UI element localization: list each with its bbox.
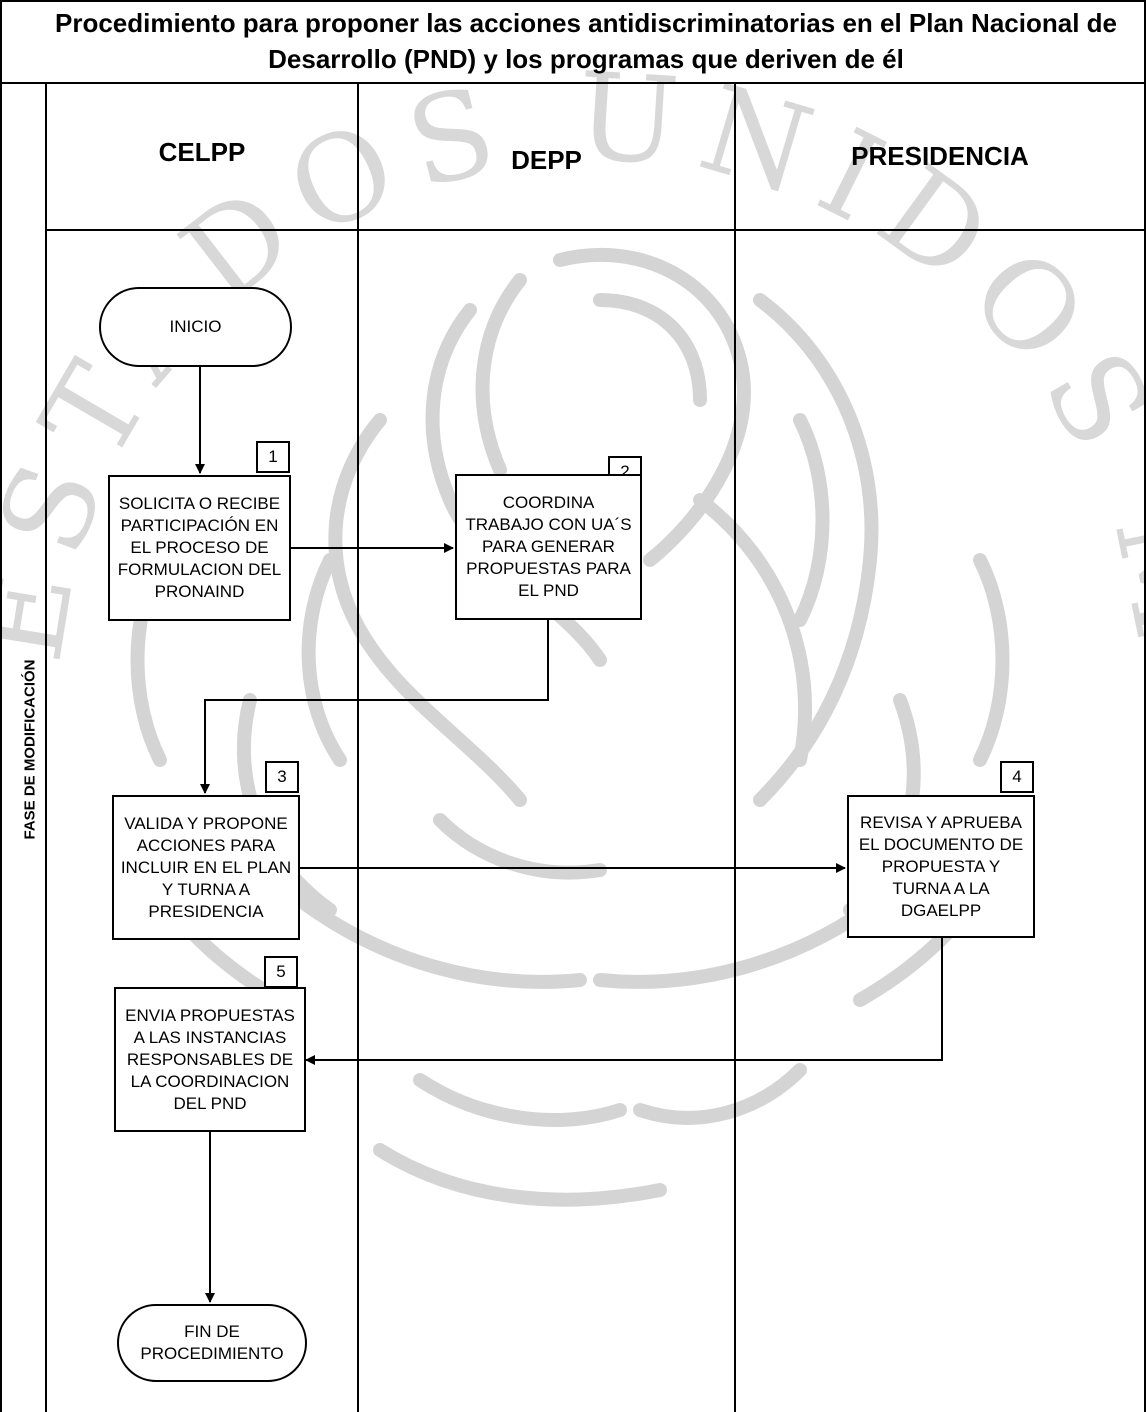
start-terminator-label: INICIO (169, 317, 222, 336)
step-2-text: COORDINA TRABAJO CON UA´S PARA GENERAR P… (465, 493, 632, 600)
lane-header-celpp: CELPP (47, 84, 357, 229)
start-terminator: INICIO (99, 287, 292, 367)
lane-header-presidencia-text: PRESIDENCIA (851, 141, 1029, 171)
step-1-number: 1 (256, 441, 290, 473)
step-4-number-text: 4 (1012, 767, 1022, 786)
title-divider (0, 82, 1146, 84)
lane-header-celpp-text: CELPP (158, 137, 246, 167)
lane-header-divider (45, 229, 1146, 231)
step-4-box: REVISA Y APRUEBA EL DOCUMENTO DE PROPUES… (847, 795, 1035, 938)
step-5-box: ENVIA PROPUESTAS A LAS INSTANCIAS RESPON… (114, 987, 306, 1132)
phase-column-divider (45, 82, 47, 1412)
step-5-text: ENVIA PROPUESTAS A LAS INSTANCIAS RESPON… (125, 1005, 295, 1113)
step-1-text: SOLICITA O RECIBE PARTICIPACIÓN EN EL PR… (117, 494, 282, 601)
connector-step2-to-step3 (200, 619, 549, 794)
step-1-box: SOLICITA O RECIBE PARTICIPACIÓN EN EL PR… (108, 475, 291, 621)
frame-left-border (0, 0, 2, 1412)
connector-step4-to-step5 (305, 937, 943, 1065)
frame-top-border (0, 0, 1146, 2)
lane-header-depp-text: DEPP (511, 145, 582, 175)
step-4-number: 4 (1000, 761, 1034, 793)
step-3-number: 3 (265, 761, 299, 793)
lane-divider-2 (734, 82, 736, 1412)
lane-divider-1 (357, 82, 359, 1412)
step-1-number-text: 1 (268, 447, 278, 466)
step-2-number-text: 2 (620, 462, 630, 481)
frame-right-border (1144, 0, 1146, 1412)
diagram-title: Procedimiento para proponer las acciones… (0, 0, 1146, 82)
end-terminator: FIN DE PROCEDIMIENTO (117, 1304, 307, 1382)
lane-header-depp: DEPP (359, 84, 734, 229)
step-5-number: 5 (264, 956, 298, 988)
step-4-text: REVISA Y APRUEBA EL DOCUMENTO DE PROPUES… (858, 812, 1024, 920)
step-5-number-text: 5 (276, 962, 286, 981)
step-3-number-text: 3 (277, 767, 287, 786)
step-3-text: VALIDA Y PROPONE ACCIONES PARA INCLUIR E… (120, 813, 292, 921)
diagram-title-text: Procedimiento para proponer las acciones… (54, 8, 1117, 74)
end-terminator-label: FIN DE PROCEDIMIENTO (140, 1322, 284, 1363)
step-2-box: COORDINA TRABAJO CON UA´S PARA GENERAR P… (455, 474, 642, 620)
lane-header-presidencia: PRESIDENCIA (736, 84, 1144, 229)
step-3-box: VALIDA Y PROPONE ACCIONES PARA INCLUIR E… (112, 795, 300, 940)
